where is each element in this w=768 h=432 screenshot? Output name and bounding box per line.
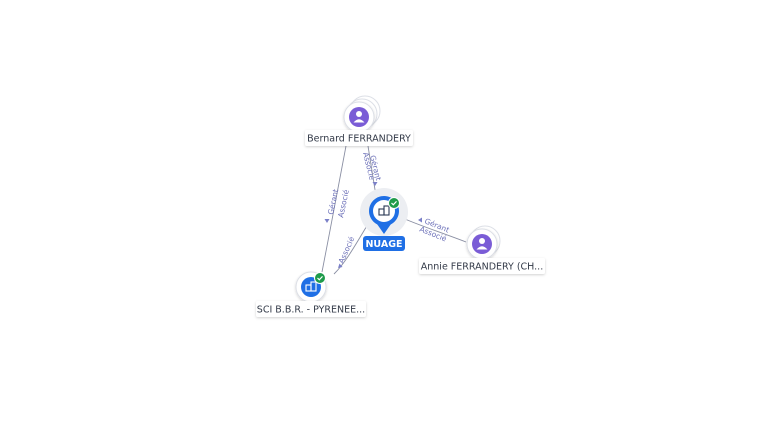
node-bernard[interactable]: Bernard FERRANDERY — [305, 95, 413, 146]
person-icon — [349, 107, 369, 127]
arrow-bernard-sci — [324, 219, 330, 223]
node-annie[interactable]: Annie FERRANDERY (CH... — [419, 225, 545, 274]
node-label-bg — [305, 130, 413, 146]
node-label-bg — [256, 301, 366, 317]
node-sci[interactable]: SCI B.B.R. - PYRENEE... — [256, 271, 366, 317]
edge-sci-center[interactable] — [333, 223, 369, 275]
center-label-bg — [363, 236, 405, 251]
arrow-sci-center — [338, 263, 343, 268]
building-icon — [305, 281, 317, 292]
node-label-sci: SCI B.B.R. - PYRENEE... — [257, 305, 365, 316]
node-label-bg — [419, 258, 545, 274]
building-icon — [378, 205, 390, 216]
arrow-annie-center — [418, 217, 422, 223]
node-center[interactable]: NUAGE — [360, 188, 408, 251]
edges — [321, 145, 467, 275]
arrow-bernard-center — [372, 182, 378, 186]
check-badge-icon — [314, 272, 326, 284]
edge-arrows — [324, 182, 422, 268]
check-badge-icon — [388, 197, 400, 209]
person-icon — [472, 234, 492, 254]
center-label: NUAGE — [365, 239, 402, 250]
edge-bernard-sci[interactable] — [321, 145, 347, 273]
node-label-bernard: Bernard FERRANDERY — [307, 134, 411, 145]
node-label-annie: Annie FERRANDERY (CH... — [421, 262, 543, 273]
edge-bernard-center[interactable] — [367, 145, 377, 197]
edge-label-sci-center-1: Associé — [337, 235, 357, 265]
center-pin-tail — [377, 224, 391, 234]
